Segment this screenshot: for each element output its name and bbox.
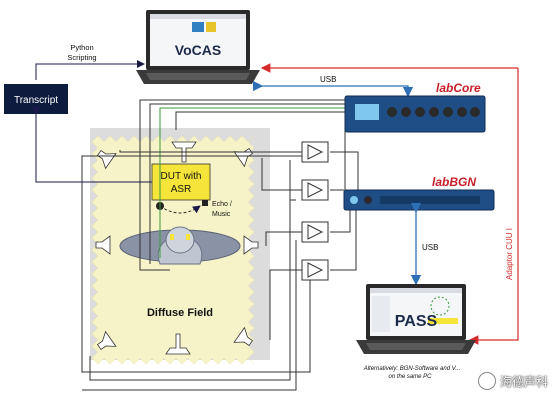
vocas-label: VoCAS <box>175 42 221 58</box>
watermark-logo-icon <box>477 372 496 390</box>
usb-top-label: USB <box>320 75 336 84</box>
speaker-icon <box>95 235 111 255</box>
python-scripting-label-line1: Python <box>70 43 93 52</box>
watermark-text: 海德声科 <box>499 374 548 389</box>
python-scripting-label-line2: Scripting <box>67 53 96 62</box>
adaptor-label: Adaptor CUU I <box>505 228 514 280</box>
amplifier <box>301 259 329 281</box>
labbgn-label: labBGN <box>432 175 476 189</box>
labcore-device <box>344 95 486 133</box>
speaker-icon <box>233 326 254 347</box>
echo-speaker-icon <box>202 200 208 206</box>
dut-box: DUT with ASR <box>151 163 211 210</box>
pass-laptop: PASS <box>356 284 476 354</box>
speaker-icon <box>96 330 117 351</box>
labbgn-device <box>343 189 495 211</box>
echo-label-line2: Music <box>212 211 231 218</box>
echo-label-line1: Echo / <box>212 201 232 208</box>
amplifier <box>301 221 329 243</box>
speaker-icon <box>96 149 117 170</box>
usb-top-arrow <box>252 80 414 98</box>
transcript-box: Transcript <box>4 84 68 114</box>
dut-label-line1: DUT with <box>161 171 202 182</box>
amplifier <box>301 179 329 201</box>
diffuse-field-label: Diffuse Field <box>147 307 213 319</box>
labcore-label: labCore <box>436 81 481 95</box>
dut-label-line2: ASR <box>171 184 192 195</box>
speaker-icon <box>165 333 191 355</box>
python-scripting-arrow <box>35 60 145 80</box>
adaptor-arrow-bottom <box>468 68 519 345</box>
echo-arrow <box>159 205 201 214</box>
transcript-label: Transcript <box>14 95 58 106</box>
caption-line1: Alternatively: BGN-Software and V... <box>363 366 461 372</box>
pass-label: PASS <box>395 313 438 330</box>
wiring <box>81 99 359 391</box>
transcript-arrow <box>32 107 152 183</box>
caption-line2: on the same PC <box>388 374 432 380</box>
usb-right-label: USB <box>422 243 438 252</box>
amplifier <box>301 141 329 163</box>
watermark: 海德声科 <box>477 372 548 390</box>
vocas-laptop: VoCAS <box>136 10 260 84</box>
speaker-icon <box>243 235 259 255</box>
